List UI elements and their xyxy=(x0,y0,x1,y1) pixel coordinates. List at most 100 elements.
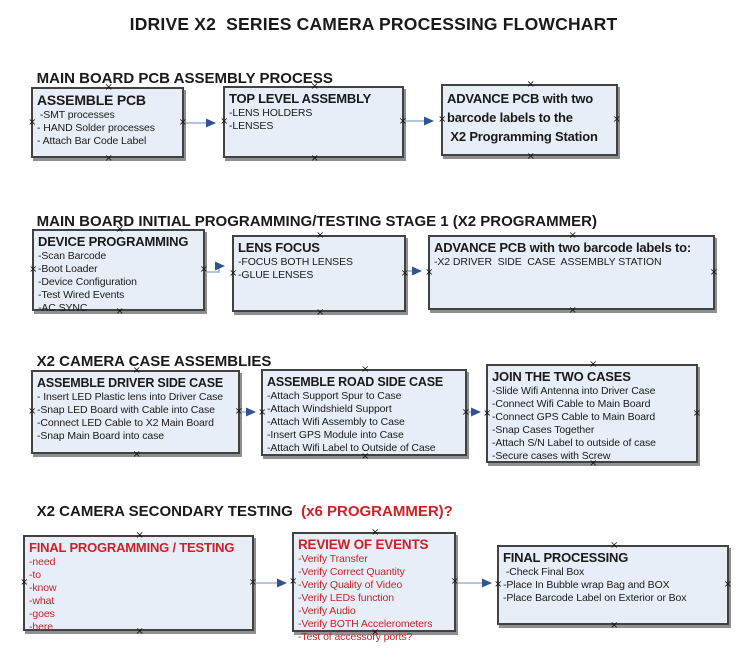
box-step: -Scan Barcode xyxy=(38,250,107,262)
connection-point-icon: × xyxy=(316,307,325,318)
box-step: -Snap Main Board into case xyxy=(37,430,164,442)
connection-point-icon: × xyxy=(29,264,38,275)
box-step: -Slide Wifi Antenna into Driver Case xyxy=(492,385,656,397)
box-step: -Place In Bubble wrap Bag and BOX xyxy=(503,579,670,591)
connection-point-icon: × xyxy=(589,359,598,370)
connection-point-icon: × xyxy=(28,406,37,417)
box-title: FINAL PROCESSING xyxy=(503,550,629,565)
box-final-programming-testing[interactable]: FINAL PROGRAMMING / TESTING -need -to -k… xyxy=(20,531,257,637)
connection-point-icon: × xyxy=(248,577,257,588)
box-final-processing[interactable]: FINAL PROCESSING -Check Final Box -Place… xyxy=(494,541,732,631)
connection-point-icon: × xyxy=(258,406,267,418)
box-advance-pcb-case-assembly[interactable]: ADVANCE PCB with two barcode labels to: … xyxy=(425,231,718,316)
connection-point-icon: × xyxy=(361,364,370,375)
box-lens-focus[interactable]: LENS FOCUS -FOCUS BOTH LENSES -GLUE LENS… xyxy=(229,231,409,318)
connection-point-icon: × xyxy=(316,230,325,241)
box-step: - Insert LED Plastic lens into Driver Ca… xyxy=(37,391,224,403)
box-step: -to xyxy=(29,569,41,581)
box-step: -Verify Audio xyxy=(298,605,356,617)
connection-point-icon: × xyxy=(692,407,701,419)
connection-point-icon: × xyxy=(104,82,113,93)
section-heading-pcb-assembly: MAIN BOARD PCB ASSEMBLY PROCESS xyxy=(20,53,333,104)
box-step: -Test of accessory ports? xyxy=(298,631,413,643)
connection-point-icon: × xyxy=(371,627,380,638)
box-step: -Secure cases with Screw xyxy=(492,450,611,462)
connection-point-icon: × xyxy=(115,224,124,235)
connection-point-icon: × xyxy=(589,458,598,469)
box-step: -Test Wired Events xyxy=(38,289,125,301)
box-step: -Verify Quality of Video xyxy=(298,579,403,591)
section-heading-case-assemblies: X2 CAMERA CASE ASSEMBLIES xyxy=(20,336,272,387)
page-title: IDRIVE X2 SERIES CAMERA PROCESSING FLOWC… xyxy=(129,14,618,34)
box-device-programming[interactable]: DEVICE PROGRAMMING -Scan Barcode -Boot L… xyxy=(29,225,208,317)
box-title: LENS FOCUS xyxy=(238,240,320,255)
box-step: -FOCUS BOTH LENSES xyxy=(238,256,353,268)
box-step: -Attach Windshield Support xyxy=(267,403,392,415)
box-step: -Snap Cases Together xyxy=(492,424,595,436)
section-heading-secondary-testing: X2 CAMERA SECONDARY TESTING (x6 PROGRAMM… xyxy=(20,486,453,537)
box-join-the-two-cases[interactable]: JOIN THE TWO CASES -Slide Wifi Antenna i… xyxy=(483,360,701,469)
connection-point-icon: × xyxy=(234,406,243,417)
box-title: JOIN THE TWO CASES xyxy=(492,369,631,384)
box-step: -need xyxy=(29,556,56,568)
connection-point-icon: × xyxy=(723,579,732,590)
box-step: -Attach Wifi Assembly to Case xyxy=(267,416,405,428)
box-step: -X2 DRIVER SIDE CASE ASSEMBLY STATION xyxy=(434,256,662,268)
box-review-of-events[interactable]: REVIEW OF EVENTS -Verify Transfer -Verif… xyxy=(289,528,459,644)
box-step: -Insert GPS Module into Case xyxy=(267,429,404,441)
connection-point-icon: × xyxy=(400,267,409,279)
connection-point-icon: × xyxy=(310,153,319,164)
box-title: DEVICE PROGRAMMING xyxy=(38,234,189,249)
box-step: -Connect Wifi Cable to Main Board xyxy=(492,398,651,410)
connection-point-icon: × xyxy=(568,305,577,316)
section-heading-text: X2 CAMERA SECONDARY TESTING xyxy=(36,503,302,520)
box-step: - HAND Solder processes xyxy=(37,122,155,134)
box-step: -what xyxy=(29,595,55,607)
section-heading-text: MAIN BOARD INITIAL PROGRAMMING/TESTING S… xyxy=(36,213,597,230)
connection-point-icon: × xyxy=(438,114,447,125)
connector-arrow-device-to-lensfocus[interactable] xyxy=(206,261,225,273)
box-step: - Attach Bar Code Label xyxy=(37,135,147,147)
box-title: FINAL PROGRAMMING / TESTING xyxy=(29,540,235,555)
connection-point-icon: × xyxy=(115,306,124,317)
box-step: -Snap LED Board with Cable into Case xyxy=(37,404,215,416)
box-step: -Attach Support Spur to Case xyxy=(267,390,402,402)
box-title: ADVANCE PCB with two barcode labels to: xyxy=(434,240,692,255)
connection-point-icon: × xyxy=(361,451,370,462)
box-title: ASSEMBLE ROAD SIDE CASE xyxy=(267,375,443,389)
connection-point-icon: × xyxy=(289,576,298,587)
connection-point-icon: × xyxy=(28,116,37,128)
box-step: -LENSES xyxy=(229,120,274,132)
connection-point-icon: × xyxy=(450,576,459,587)
box-step: -Connect GPS Cable to Main Board xyxy=(492,411,656,423)
box-step: -LENS HOLDERS xyxy=(229,107,313,119)
box-top-level-assembly[interactable]: TOP LEVEL ASSEMBLY -LENS HOLDERS -LENSES… xyxy=(220,82,407,164)
box-step: -SMT processes xyxy=(37,109,115,121)
connection-point-icon: × xyxy=(132,365,141,376)
box-step: -Check Final Box xyxy=(503,566,585,578)
box-step: -Device Configuration xyxy=(38,276,137,288)
connection-point-icon: × xyxy=(612,114,621,125)
connection-point-icon: × xyxy=(461,406,470,418)
box-title: ASSEMBLE DRIVER SIDE CASE xyxy=(37,376,224,390)
box-step: -Attach S/N Label to outside of case xyxy=(492,437,656,449)
box-assemble-driver-side-case[interactable]: ASSEMBLE DRIVER SIDE CASE - Insert LED P… xyxy=(28,366,243,460)
connection-point-icon: × xyxy=(610,540,619,551)
box-title: TOP LEVEL ASSEMBLY xyxy=(229,91,372,106)
box-step: -AC SYNC xyxy=(38,302,88,314)
connection-point-icon: × xyxy=(483,407,492,419)
box-step: -goes xyxy=(29,608,55,620)
box-step: -Verify LEDs function xyxy=(298,592,394,604)
box-advance-pcb-programming-station[interactable]: ADVANCE PCB with two barcode labels to t… xyxy=(438,80,621,162)
connection-point-icon: × xyxy=(229,267,238,279)
box-title: ASSEMBLE PCB xyxy=(37,92,146,108)
box-step: -here xyxy=(29,621,54,633)
box-step: -know xyxy=(29,582,57,594)
box-assemble-road-side-case[interactable]: ASSEMBLE ROAD SIDE CASE -Attach Support … xyxy=(258,365,470,462)
box-assemble-pcb[interactable]: ASSEMBLE PCB -SMT processes - HAND Solde… xyxy=(28,83,187,164)
connection-point-icon: × xyxy=(371,527,380,538)
box-step: -Attach Wifi Label to Outside of Case xyxy=(267,442,436,454)
box-step: -Boot Loader xyxy=(38,263,98,275)
connection-point-icon: × xyxy=(104,153,113,164)
